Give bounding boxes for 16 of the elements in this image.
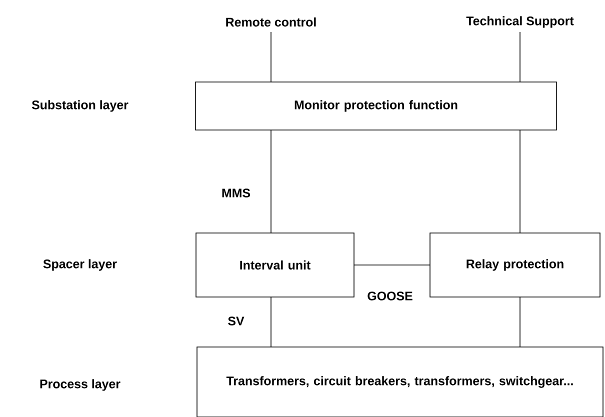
layer-box: Interval unit [196,232,354,298]
connector-line [354,264,430,266]
edge-label: MMS [220,188,252,198]
layer-box: Transformers, circuit breakers, transformers, switchgear... [196,346,604,417]
connector-line [270,32,272,82]
connector-line [270,130,272,234]
layer-label: Process layer [40,379,120,391]
edge-label: SV [226,316,246,326]
connector-line [270,296,272,348]
layer-box: Relay protection [430,232,600,298]
edge-label: GOOSE [366,290,414,302]
layer-label: Substation layer [32,100,128,112]
layer-box: Monitor protection function [195,82,557,130]
layer-label: Spacer layer [43,259,117,271]
source-label: Technical Support [466,16,574,28]
source-label: Remote control [226,17,316,27]
